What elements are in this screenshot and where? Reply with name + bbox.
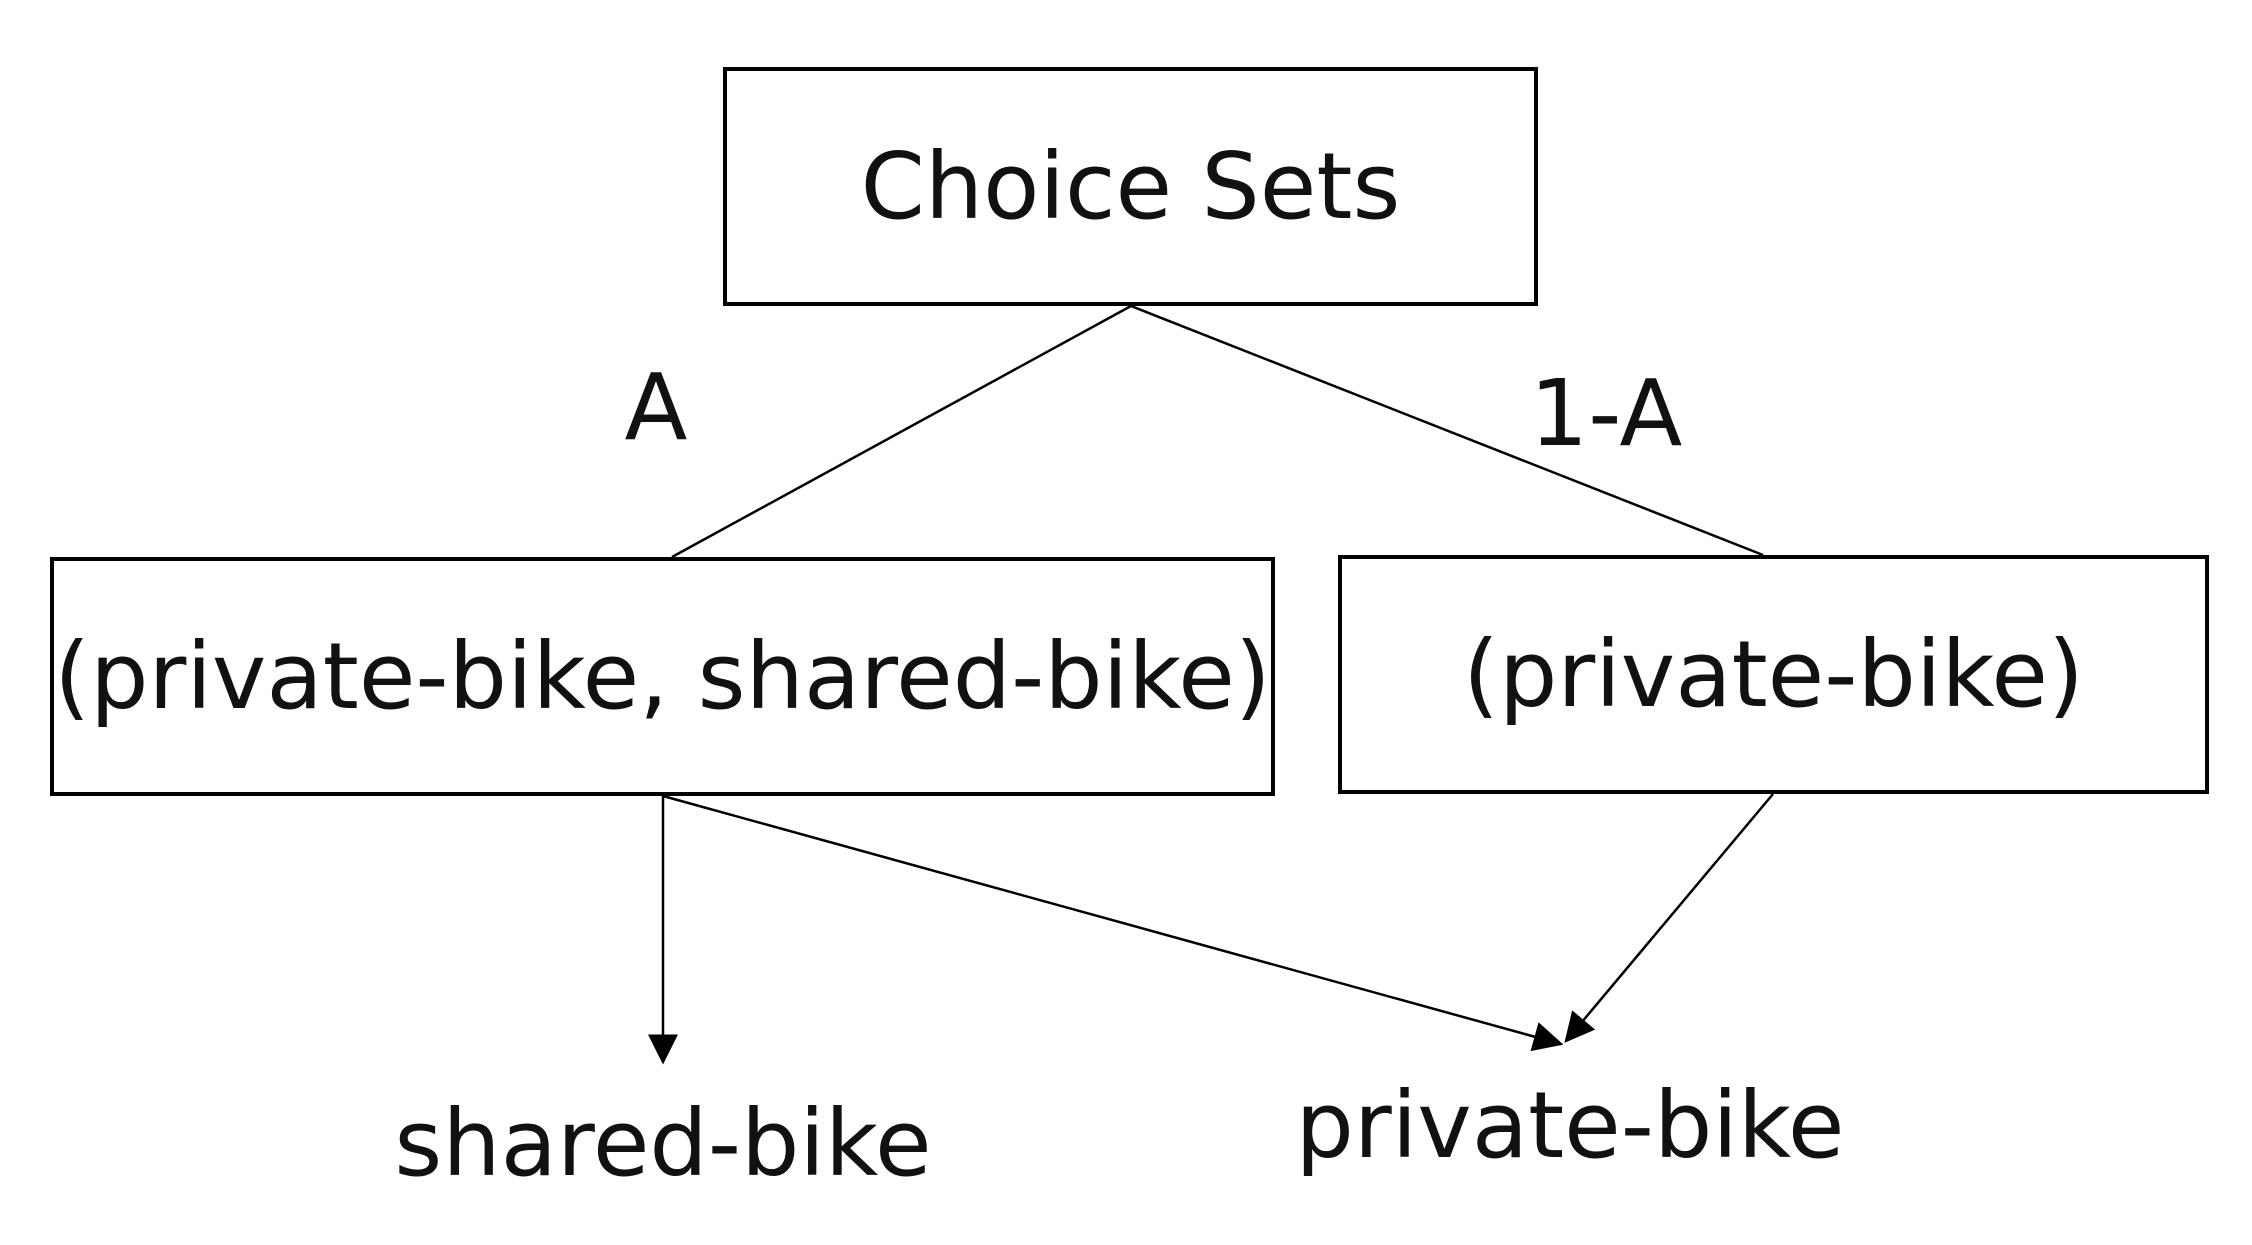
edge-root-to-left [671, 304, 1132, 559]
arrow-right-to-private [1564, 793, 1774, 1043]
edge-root-to-right [1130, 304, 1764, 557]
choice-set-both-box: (private-bike, shared-bike) [50, 557, 1275, 796]
arrow-left-to-private [662, 794, 1564, 1052]
choice-set-private-box: (private-bike) [1338, 555, 2209, 794]
outcome-private-bike: private-bike [1295, 1072, 1845, 1179]
choice-sets-box: Choice Sets [723, 67, 1538, 306]
choice-set-private-label: (private-bike) [1463, 620, 2084, 728]
choice-sets-label: Choice Sets [860, 132, 1401, 240]
choice-set-both-label: (private-bike, shared-bike) [54, 622, 1271, 730]
outcome-shared-bike: shared-bike [394, 1090, 932, 1197]
probability-label-one-minus-a: 1-A [1529, 360, 1683, 467]
probability-label-a: A [624, 354, 688, 461]
